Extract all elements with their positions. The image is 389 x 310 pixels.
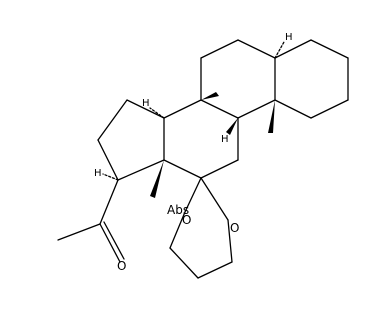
ring-c	[163, 99, 239, 179]
oxygen-ring-upper-label: O	[182, 213, 191, 227]
ring-a	[274, 39, 349, 119]
oxygen-ring-lower-label: O	[230, 221, 239, 235]
oxygen-ketone-label: O	[117, 259, 126, 273]
hydrogen-label: H	[142, 98, 150, 109]
hydrogen-label: H	[94, 168, 102, 179]
hydrogen-labels: H H H H	[94, 32, 293, 179]
abs-label: Abs	[167, 203, 189, 217]
stereo-wedges	[150, 92, 275, 198]
ring-b	[200, 39, 276, 119]
ring-d	[97, 99, 165, 181]
hydrogen-label: H	[285, 32, 293, 43]
dioxolane-ring	[169, 177, 233, 279]
hashed-wedges	[102, 41, 285, 181]
acetyl-group	[57, 179, 125, 263]
hydrogen-label: H	[221, 134, 229, 145]
